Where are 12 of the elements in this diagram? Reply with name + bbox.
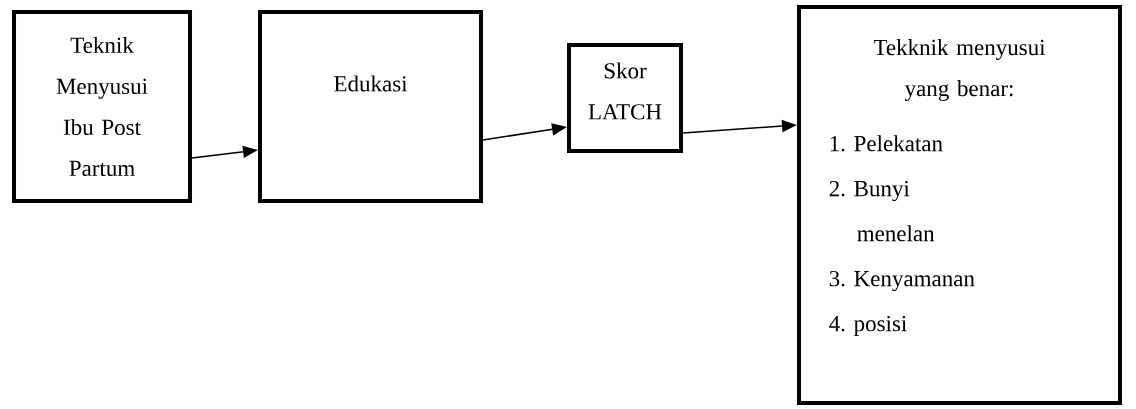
box-text: Skor LATCH xyxy=(588,62,662,120)
box-heading: Tekknik menyusui yang benar: xyxy=(873,39,1046,101)
process-box xyxy=(797,5,1122,405)
list-item: 4. posisi xyxy=(829,315,907,337)
list-item: 3. Kenyamanan xyxy=(829,270,975,292)
process-box xyxy=(12,10,192,203)
process-box xyxy=(567,43,683,153)
box-text: Edukasi xyxy=(334,75,408,92)
process-box xyxy=(258,10,483,203)
list-item: 2. Bunyi menelan xyxy=(829,180,935,242)
box-text: Teknik Menyusui Ibu Post Partum xyxy=(56,36,148,177)
list-item: 1. Pelekatan xyxy=(830,135,943,152)
